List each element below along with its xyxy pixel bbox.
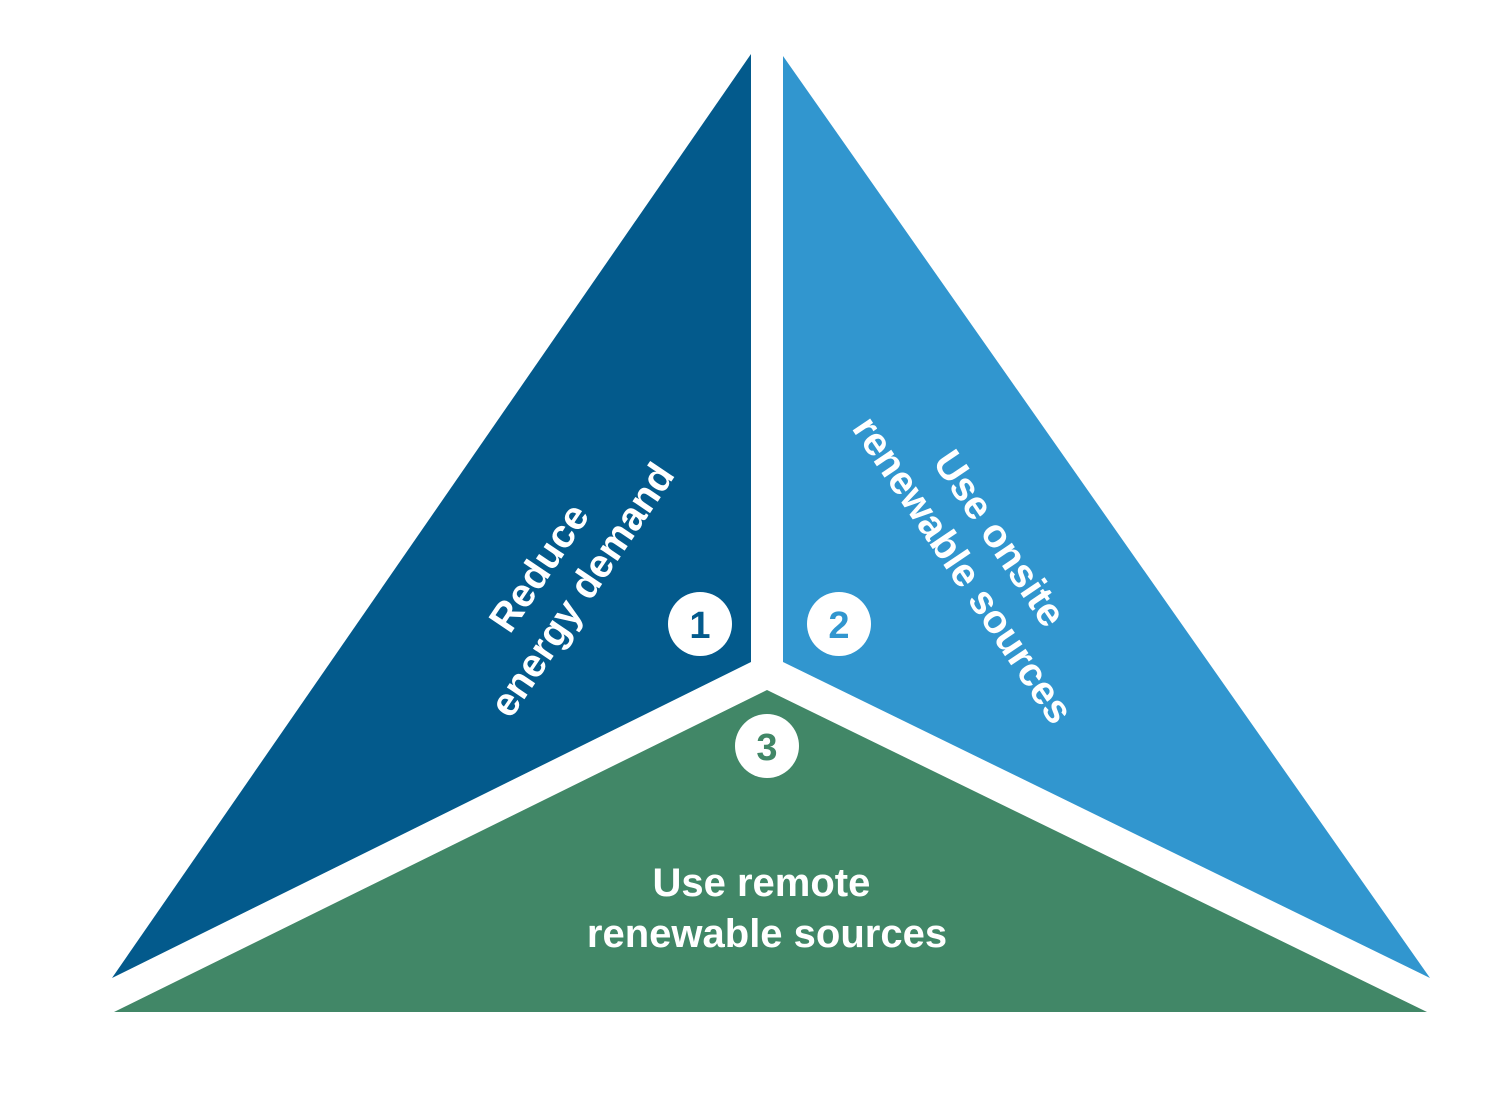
badge-1-number: 1 (689, 605, 710, 647)
badge-2-circle (807, 592, 871, 656)
badge-3-number: 3 (756, 727, 777, 769)
segment-1-reduce-demand (112, 54, 751, 978)
segment-3-label-line1: Use remote (653, 861, 871, 905)
segment-3-remote-renewables (114, 690, 1427, 1012)
segment-3-label-line2: renewable sources (587, 912, 947, 956)
segment-2-onsite-renewables (783, 56, 1430, 978)
badge-3-circle (735, 714, 799, 778)
badge-2: 2 (807, 592, 871, 656)
badge-3: 3 (735, 714, 799, 778)
segment-3-label: Use remote renewable sources (587, 861, 947, 956)
badge-2-number: 2 (828, 605, 849, 647)
badge-1-circle (668, 592, 732, 656)
badge-1: 1 (668, 592, 732, 656)
